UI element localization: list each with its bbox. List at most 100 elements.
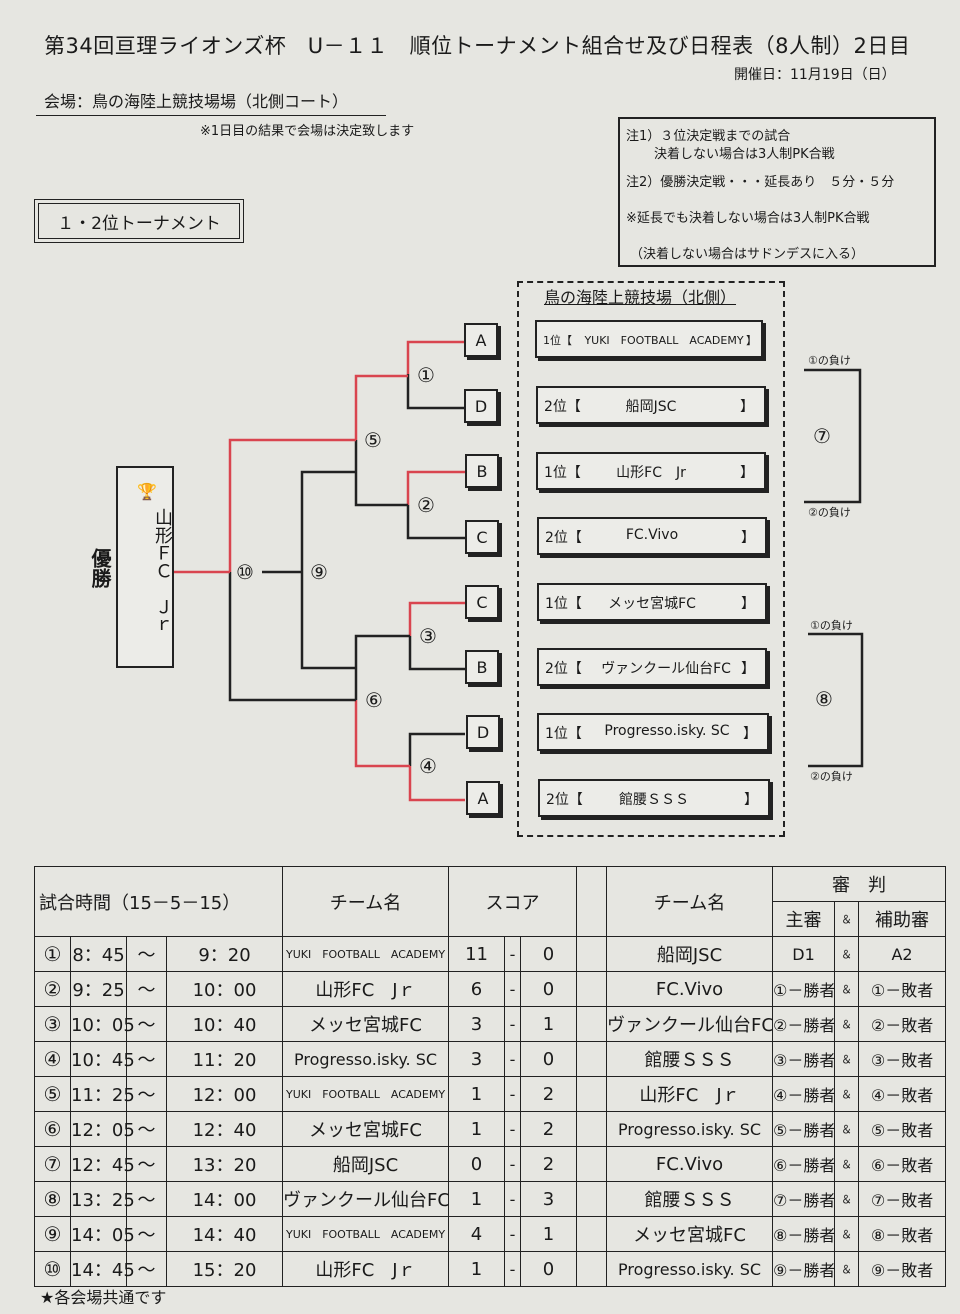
rules-notes-box: 注1）３位決定戦までの試合 決着しない場合は3人制PK合戦 注2）優勝決定戦・・… (618, 117, 936, 267)
match-mark-3: ③ (419, 624, 437, 648)
cell-end: 14：40 (165, 1216, 284, 1252)
cell-s2: 1 (520, 1006, 578, 1042)
header-assistant: 補助審 (858, 901, 947, 937)
cell-start: 12：45 (70, 1146, 135, 1182)
cell-team1: ヴァンクール仙台FC (282, 1181, 450, 1217)
venue-dashed-box (517, 281, 785, 837)
team-slot-pos: 1位【 (543, 334, 572, 347)
group-letter-box: C (465, 520, 499, 554)
venue-note: ※1日目の結果で会場は決定致します (200, 124, 415, 139)
team-slot-name: 館腰ＳＳＳ (619, 792, 689, 808)
cell-end: 12：00 (165, 1076, 284, 1112)
cell-team1: 山形FC Jｒ (282, 971, 450, 1007)
cell-dash: - (504, 1146, 522, 1182)
cell-no: ③ (34, 1006, 71, 1042)
match-mark-9: ⑨ (310, 560, 328, 584)
match-mark-8: ⑧ (815, 687, 833, 711)
cell-no: ⑤ (34, 1076, 71, 1112)
cell-spacer (576, 1251, 608, 1287)
cell-team2: FC.Vivo (606, 971, 774, 1007)
cell-no: ⑧ (34, 1181, 71, 1217)
cell-ref2: ⑦－敗者 (858, 1181, 947, 1217)
bracket-venue-title: 鳥の海陸上競技場（北側） (544, 288, 737, 307)
cell-no: ④ (34, 1041, 71, 1077)
cell-dash: - (504, 936, 522, 972)
cell-no: ⑦ (34, 1146, 71, 1182)
cell-sep: ～ (126, 1041, 167, 1077)
cell-ref1: ②－勝者 (772, 1006, 835, 1042)
cell-team1: メッセ宮城FC (282, 1006, 450, 1042)
cell-dash: - (504, 971, 522, 1007)
champion-team: 山形ＦＣ Ｊｒ (152, 508, 173, 634)
cell-ref1: ①－勝者 (772, 971, 835, 1007)
match-mark-7: ⑦ (813, 424, 831, 448)
cell-amp: ＆ (834, 1076, 860, 1112)
team-slot-name: YUKI FOOTBALL ACADEMY (584, 334, 744, 347)
note-4: ※延長でも決着しない場合は3人制PK合戦 (626, 211, 870, 226)
cell-no: ⑩ (34, 1251, 71, 1287)
header-referee: 審 判 (772, 866, 947, 902)
cell-s1: 6 (448, 971, 506, 1007)
cell-start: 8：45 (70, 936, 127, 972)
cell-ref1: ⑨－勝者 (772, 1251, 835, 1287)
team-slot-close: 】 (740, 399, 754, 415)
cell-dash: - (504, 1076, 522, 1112)
m8-top-label: ①の負け (810, 619, 853, 632)
venue-underline (36, 115, 386, 116)
champion-box: 🏆 山形ＦＣ Ｊｒ (116, 466, 174, 668)
cell-start: 14：05 (70, 1216, 135, 1252)
cell-amp: ＆ (834, 1251, 860, 1287)
cell-team2: Progresso.isky. SC (606, 1251, 774, 1287)
cell-start: 10：45 (70, 1041, 135, 1077)
cell-team1: YUKI FOOTBALL ACADEMY (282, 1216, 450, 1252)
cell-dash: - (504, 1006, 522, 1042)
team-slot-close: 】 (743, 726, 757, 742)
header-team2: チーム名 (606, 866, 774, 937)
team-slot-close: 】 (746, 334, 757, 347)
cell-dash: - (504, 1251, 522, 1287)
cell-team1: Progresso.isky. SC (282, 1041, 450, 1077)
cell-ref2: ⑧－敗者 (858, 1216, 947, 1252)
cell-team2: 館腰ＳＳＳ (606, 1041, 774, 1077)
cell-amp: ＆ (834, 1146, 860, 1182)
team-slot-name: FC.Vivo (625, 527, 679, 543)
cell-sep: ～ (126, 1146, 167, 1182)
cell-sep: ～ (126, 1251, 167, 1287)
cell-no: ① (34, 936, 71, 972)
cell-s1: 1 (448, 1251, 506, 1287)
group-letter-box: C (465, 585, 499, 619)
cell-start: 12：05 (70, 1111, 135, 1147)
cell-amp: ＆ (834, 1006, 860, 1042)
note-2: 決着しない場合は3人制PK合戦 (654, 147, 835, 162)
team-slot-name: 船岡JSC (625, 399, 677, 415)
cell-spacer (576, 1111, 608, 1147)
cell-ref1: ④－勝者 (772, 1076, 835, 1112)
cell-team2: 山形FC Jｒ (606, 1076, 774, 1112)
champion-heading: 優勝 (88, 548, 112, 588)
cell-dash: - (504, 1216, 522, 1252)
cell-sep: ～ (126, 971, 167, 1007)
cell-start: 14：45 (70, 1251, 135, 1287)
cell-spacer (576, 1181, 608, 1217)
team-slot-close: 】 (740, 465, 754, 481)
table-subheader-row: 主審 ＆ 補助審 (35, 901, 947, 937)
cell-s1: 3 (448, 1006, 506, 1042)
team-slot-name: メッセ宮城FC (608, 596, 696, 612)
cell-end: 10：00 (165, 971, 284, 1007)
cell-ref2: A2 (858, 936, 947, 972)
cell-ref1: ⑦－勝者 (772, 1181, 835, 1217)
m7-top-label: ①の負け (808, 354, 851, 367)
team-slot-close: 】 (744, 792, 758, 808)
header-score: スコア (448, 866, 578, 937)
cell-s1: 3 (448, 1041, 506, 1077)
cell-spacer (576, 1041, 608, 1077)
cell-team1: YUKI FOOTBALL ACADEMY (282, 936, 450, 972)
cell-end: 15：20 (165, 1251, 284, 1287)
cell-s1: 1 (448, 1111, 506, 1147)
group-letter-box: B (465, 650, 499, 684)
team-slot-3: 1位【 山形FC Jr 】 (536, 452, 766, 490)
group-letter-box: A (466, 781, 500, 815)
